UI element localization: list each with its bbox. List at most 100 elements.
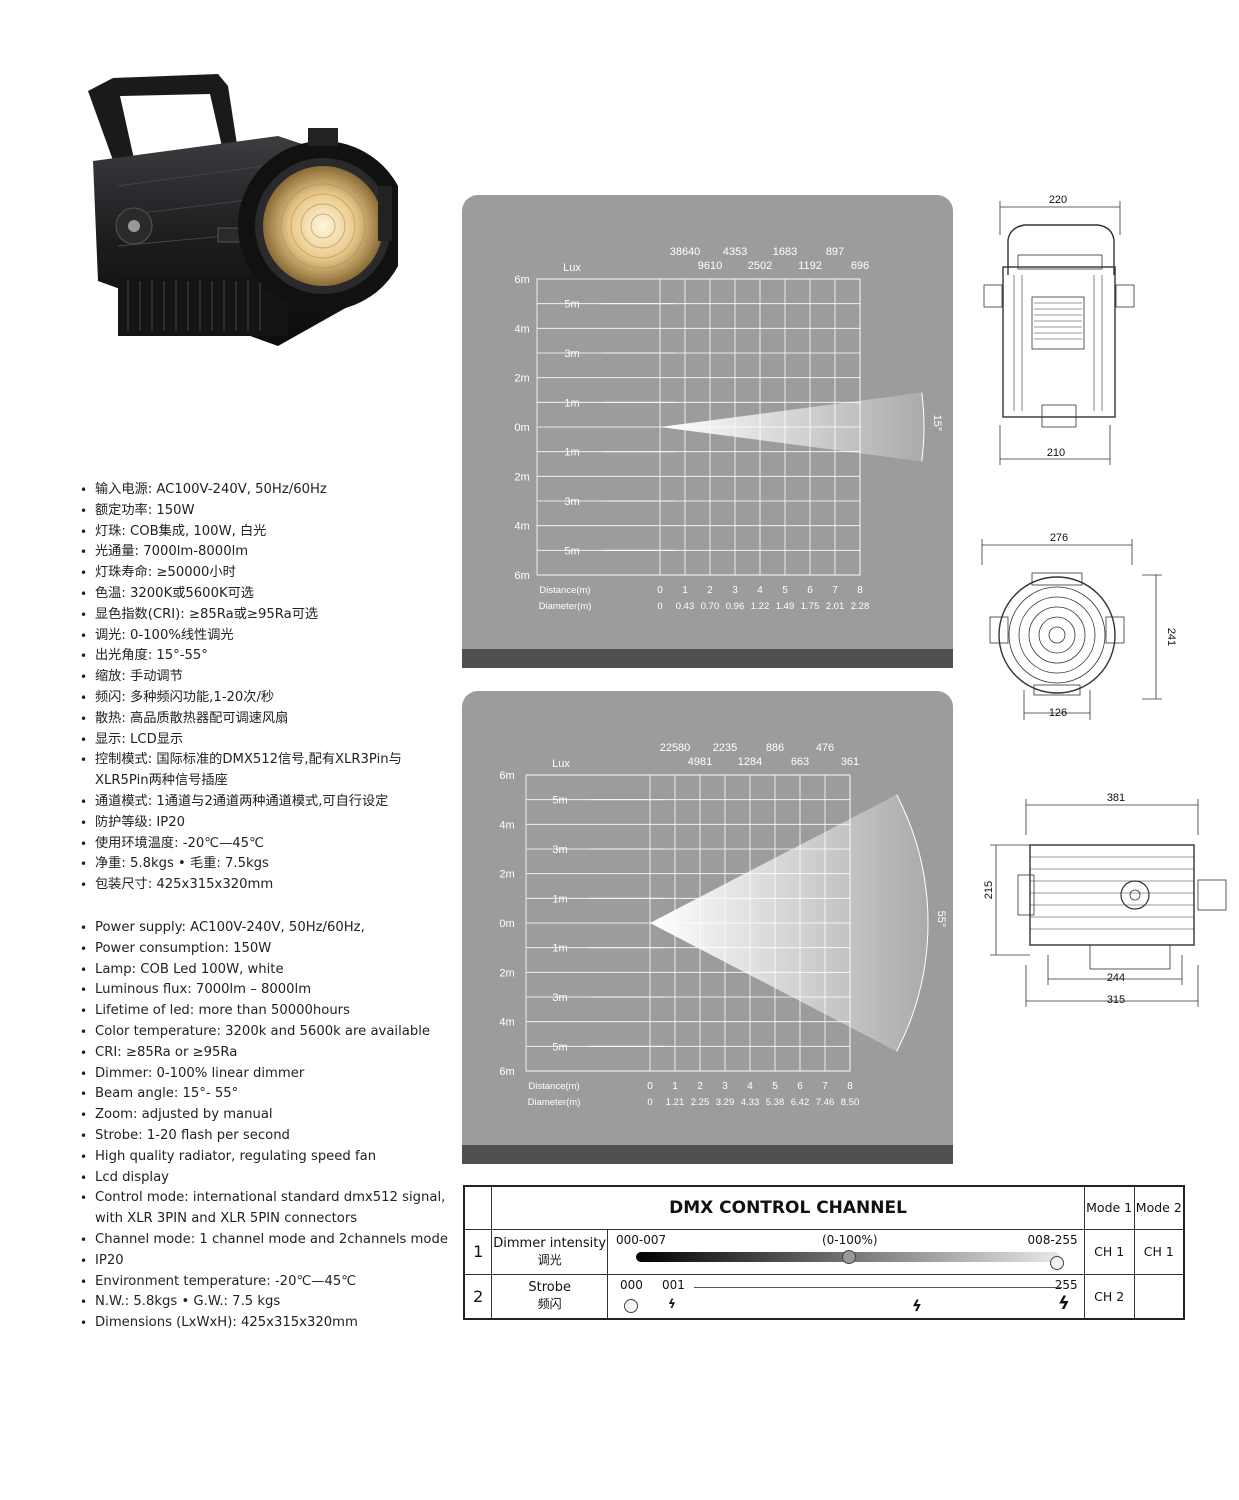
lux-label: Lux	[552, 758, 570, 770]
dim-side-bottom: 315	[1107, 994, 1125, 1006]
diameter-value: 4.33	[741, 1097, 760, 1108]
distance-value: 1	[672, 1081, 678, 1092]
lightning-icon-large: ϟ	[1057, 1292, 1070, 1314]
diameter-value: 3.29	[716, 1097, 735, 1108]
inner-tick-label: 1m	[552, 943, 567, 955]
dim-side-top: 381	[1107, 792, 1125, 804]
strobe-range: 000 001 255 ϟ ϟ ϟ	[606, 1273, 1085, 1320]
dmx-header-row: DMX CONTROL CHANNEL Mode 1 Mode 2	[463, 1185, 1185, 1230]
spec-en-item: Lifetime of led: more than 50000hours	[80, 1001, 448, 1022]
function-name: Dimmer intensity	[493, 1235, 607, 1251]
distance-value: 0	[647, 1081, 653, 1092]
range-mid: 001	[661, 1277, 685, 1292]
spec-en-item: Strobe: 1-20 flash per second	[80, 1126, 448, 1147]
beam-arc	[921, 392, 925, 462]
diameter-value: 7.46	[816, 1097, 835, 1108]
diameter-value: 8.50	[841, 1097, 860, 1108]
diameter-value: 1.21	[666, 1097, 685, 1108]
dimmer-end-knob	[1049, 1255, 1064, 1270]
distance-value: 8	[847, 1081, 853, 1092]
side-view-drawing	[990, 799, 1227, 1007]
range-mid: (0-100%)	[821, 1232, 878, 1247]
spec-en-item: N.W.: 5.8kgs • G.W.: 7.5 kgs	[80, 1292, 448, 1313]
spec-en-item: Environment temperature: -20℃—45℃	[80, 1272, 448, 1293]
spec-cn-item: 净重: 5.8kgs • 毛重: 7.5kgs	[80, 854, 402, 875]
spec-cn-item: 调光: 0-100%线性调光	[80, 626, 402, 647]
dimmer-mid-knob	[841, 1249, 856, 1264]
spec-list-en: Power supply: AC100V-240V, 50Hz/60Hz,Pow…	[80, 918, 448, 1334]
diameter-label: Diameter(m)	[528, 1097, 581, 1108]
spec-cn-item: 频闪: 多种频闪功能,1-20次/秒	[80, 688, 402, 709]
technical-drawings: 220 210 276 241 126 381 215 244 315	[981, 194, 1227, 1007]
distance-value: 4	[747, 1081, 753, 1092]
y-tick-label: 4m	[514, 323, 529, 335]
y-tick-label: 4m	[499, 1017, 514, 1029]
distance-value: 6	[807, 585, 813, 596]
distance-label: Distance(m)	[528, 1081, 579, 1092]
lux-bottom-value: 361	[841, 756, 859, 768]
y-tick-label: 2m	[499, 869, 514, 881]
diameter-value: 2.25	[691, 1097, 710, 1108]
lux-top-value: 2235	[713, 742, 737, 754]
spec-cn-item: 控制模式: 国际标准的DMX512信号,配有XLR3Pin与	[80, 750, 402, 771]
inner-tick-label: 5m	[552, 795, 567, 807]
spec-en-item: Zoom: adjusted by manual	[80, 1105, 448, 1126]
range-left: 000	[619, 1277, 643, 1292]
diameter-value: 0.96	[726, 601, 745, 612]
dim-front-top: 220	[1049, 194, 1067, 206]
product-photo	[88, 74, 398, 346]
lux-top-value: 22580	[660, 742, 691, 754]
dim-lens-side: 241	[1165, 628, 1177, 646]
distance-value: 2	[707, 585, 713, 596]
spec-cn-item: 光通量: 7000lm-8000lm	[80, 542, 402, 563]
dimmer-range: 000-007 (0-100%) 008-255	[606, 1228, 1085, 1275]
range-right: 008-255	[1027, 1232, 1078, 1247]
spec-en-item: IP20	[80, 1251, 448, 1272]
function-name: Strobe	[528, 1280, 571, 1296]
distance-label: Distance(m)	[539, 585, 590, 596]
y-tick-label: 0m	[514, 422, 529, 434]
lux-top-value: 4353	[723, 246, 747, 258]
inner-tick-label: 3m	[552, 844, 567, 856]
inner-tick-label: 1m	[552, 893, 567, 905]
y-tick-label: 4m	[499, 819, 514, 831]
spec-cn-item: XLR5Pin两种信号插座	[95, 773, 228, 789]
spec-en-item: Power consumption: 150W	[80, 939, 448, 960]
diameter-value: 0.70	[701, 601, 720, 612]
lux-label: Lux	[563, 262, 581, 274]
channel-number: 2	[463, 1273, 493, 1320]
distance-value: 7	[822, 1081, 828, 1092]
spec-cn-item: 缩放: 手动调节	[80, 667, 402, 688]
spec-cn-item: 使用环境温度: -20℃—45℃	[80, 834, 402, 855]
distance-value: 2	[697, 1081, 703, 1092]
diameter-value: 1.22	[751, 601, 770, 612]
mode2-header: Mode 2	[1133, 1185, 1185, 1230]
distance-value: 7	[832, 585, 838, 596]
lightning-icon-medium: ϟ	[911, 1296, 922, 1315]
y-tick-label: 6m	[514, 570, 529, 582]
y-tick-label: 0m	[499, 918, 514, 930]
diameter-value: 6.42	[791, 1097, 810, 1108]
lux-top-value: 897	[826, 246, 844, 258]
spec-en-item: Control mode: international standard dmx…	[80, 1188, 448, 1209]
diameter-value: 0.43	[676, 601, 695, 612]
y-tick-label: 6m	[499, 1066, 514, 1078]
inner-tick-label: 5m	[564, 545, 579, 557]
inner-tick-label: 5m	[564, 299, 579, 311]
spec-en-item: Color temperature: 3200k and 5600k are a…	[80, 1022, 448, 1043]
beam-cone	[650, 794, 928, 1052]
spec-en-item: Dimmer: 0-100% linear dimmer	[80, 1064, 448, 1085]
dim-side-left: 215	[983, 881, 995, 899]
lux-top-value: 1683	[773, 246, 797, 258]
spec-cn-item: 防护等级: IP20	[80, 813, 402, 834]
front-view-drawing	[983, 201, 1135, 465]
spec-en-item: Luminous flux: 7000lm – 8000lm	[80, 980, 448, 1001]
lux-bottom-value: 663	[791, 756, 809, 768]
dim-lens-top: 276	[1050, 532, 1068, 544]
dim-lens-bottom: 126	[1049, 707, 1067, 719]
y-tick-label: 6m	[514, 274, 529, 286]
range-left: 000-007	[615, 1232, 667, 1247]
distance-value: 0	[657, 585, 663, 596]
